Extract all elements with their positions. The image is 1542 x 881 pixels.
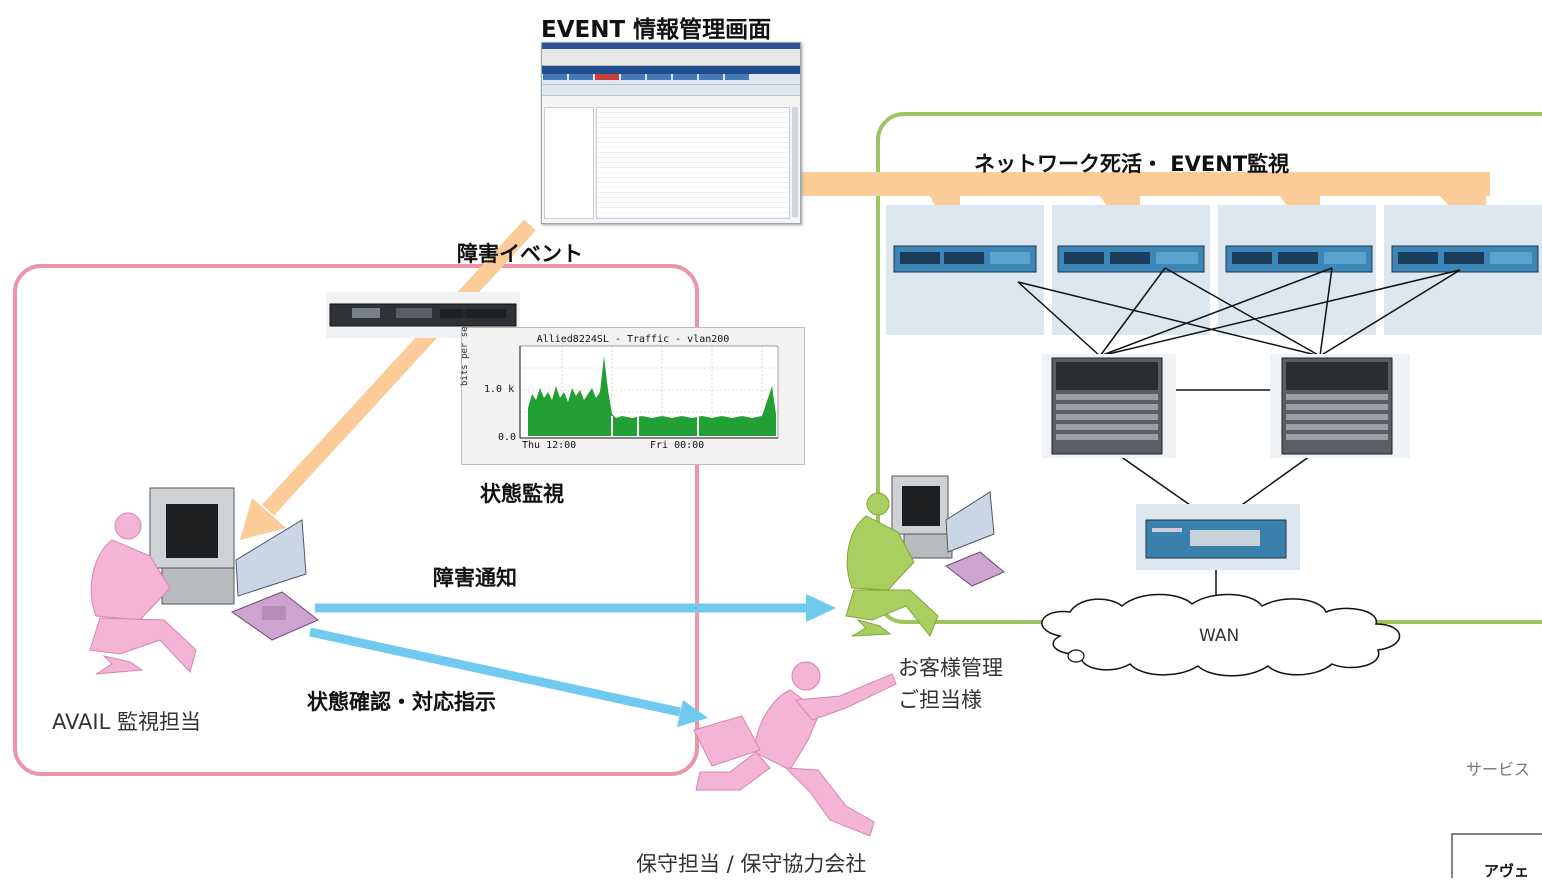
graph-x-tick: Thu 12:00 xyxy=(522,440,577,451)
traffic-graph: Allied8224SL - Traffic - vlan200 bits pe… xyxy=(460,305,805,465)
window-event-list xyxy=(596,107,790,219)
computer-icon xyxy=(891,475,995,559)
cloud-tail-icon xyxy=(1067,649,1085,663)
phone-icon xyxy=(230,591,319,641)
graph-x-tick: Fri 00:00 xyxy=(650,440,705,451)
window-toolbar xyxy=(542,74,800,85)
fault-event-arrow xyxy=(240,219,536,540)
access-switch xyxy=(1391,245,1539,273)
access-switch xyxy=(1225,245,1373,273)
status-monitor-label: 状態監視 xyxy=(480,482,564,506)
traffic-series xyxy=(528,356,776,436)
maintenance-label: 保守担当 / 保守協力会社 xyxy=(636,852,867,876)
access-switch xyxy=(1057,245,1205,273)
cutoff-box-label: アヴェ xyxy=(1484,862,1530,880)
core-switch-icon xyxy=(1270,354,1410,458)
avail-area-border xyxy=(13,264,699,776)
event-screen-thumbnail xyxy=(541,42,801,224)
cut-box-border xyxy=(1451,833,1542,878)
person-icon xyxy=(845,492,939,637)
service-cutoff-label: サービス xyxy=(1466,760,1531,779)
notify-arrows xyxy=(309,594,836,727)
customer-manager-label-1: お客様管理 xyxy=(898,656,1003,680)
network-monitor-label: ネットワーク死活・ EVENT監視 xyxy=(974,152,1290,176)
customer-manager-label-2: ご担当様 xyxy=(898,688,982,712)
phone-icon xyxy=(945,551,1005,587)
fault-notify-label: 障害通知 xyxy=(433,566,517,590)
graph-y-tick: 0.0 xyxy=(498,432,517,443)
event-screen-title: EVENT 情報管理画面 xyxy=(541,17,772,43)
window-tree-pane xyxy=(544,107,594,219)
graph-y-tick: 1.0 k xyxy=(484,384,515,395)
graph-title: Allied8224SL - Traffic - vlan200 xyxy=(536,334,730,345)
network-links xyxy=(1017,267,1461,606)
computer-icon xyxy=(149,487,307,605)
window-titlebar xyxy=(542,43,800,49)
window-menubar xyxy=(542,49,800,66)
access-switch xyxy=(893,245,1037,273)
person-icon xyxy=(89,512,197,675)
person-icon xyxy=(693,661,897,837)
graph-plot xyxy=(519,345,779,439)
fault-event-label: 障害イベント xyxy=(457,242,583,266)
router-icon xyxy=(1136,504,1300,570)
cloud-icon xyxy=(1041,593,1401,677)
wan-label: WAN xyxy=(1199,626,1240,646)
status-check-label: 状態確認・対応指示 xyxy=(307,690,496,714)
window-scrollbar xyxy=(792,107,798,217)
window-toolbar-2 xyxy=(542,85,800,96)
avail-staff-label: AVAIL 監視担当 xyxy=(52,710,201,734)
core-switch-icon xyxy=(1042,354,1176,458)
window-tabs xyxy=(542,66,800,80)
